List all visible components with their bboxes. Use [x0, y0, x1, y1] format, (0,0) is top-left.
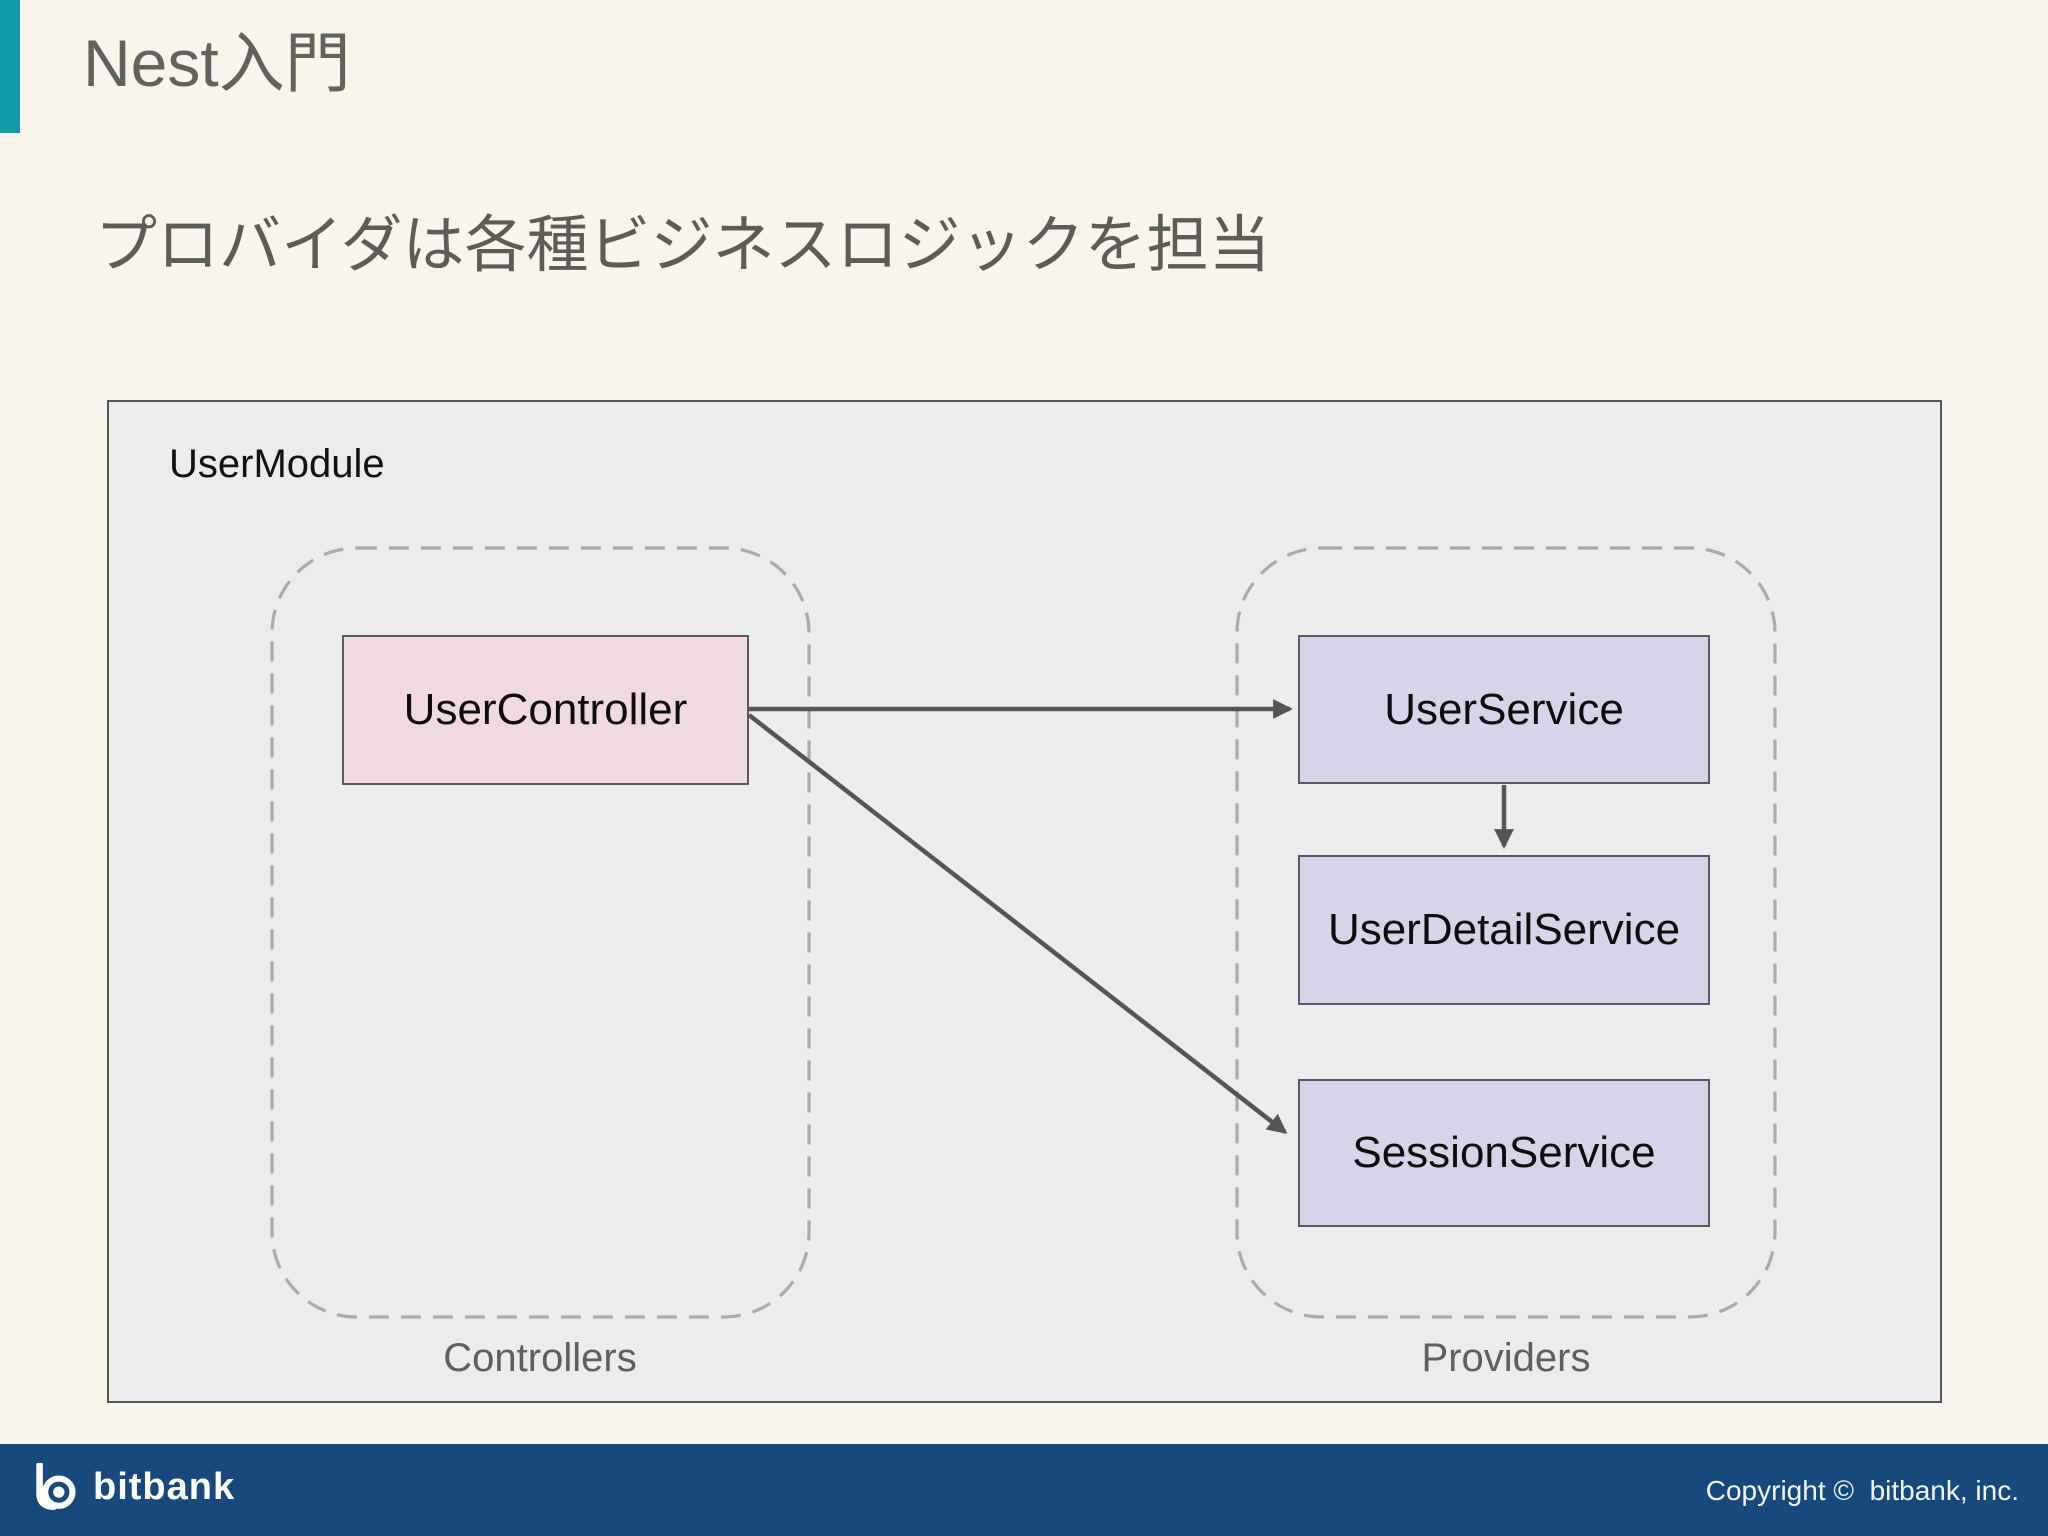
user-module-container: UserModule UserController UserService Us…: [107, 400, 1942, 1403]
diagram-edges: [270, 546, 1777, 1319]
bitbank-wordmark: bitbank: [93, 1466, 236, 1508]
page-title: Nest入門: [83, 26, 351, 100]
providers-group-label: Providers: [1421, 1336, 1591, 1380]
node-user-detail-service-label: UserDetailService: [1327, 905, 1681, 954]
node-session-service-label: SessionService: [1352, 1128, 1656, 1177]
controllers-group-border: [270, 546, 811, 1319]
node-session-service: SessionService: [1298, 1079, 1710, 1227]
node-user-controller-label: UserController: [403, 685, 688, 734]
module-title: UserModule: [169, 442, 385, 486]
node-user-controller: UserController: [342, 635, 749, 785]
node-user-service: UserService: [1298, 635, 1710, 784]
slide-subtitle: プロバイダは各種ビジネスロジックを担当: [95, 211, 1271, 280]
bitbank-logo-icon: [36, 1463, 76, 1510]
node-user-detail-service: UserDetailService: [1298, 855, 1710, 1005]
accent-bar: [0, 0, 20, 133]
copyright-text: Copyright © bitbank, inc.: [1705, 1475, 2019, 1506]
footer: bitbank Copyright © bitbank, inc.: [0, 1444, 2048, 1536]
node-user-service-label: UserService: [1384, 684, 1624, 734]
providers-group-border: [1235, 546, 1777, 1319]
controllers-group-label: Controllers: [443, 1336, 637, 1380]
edge-usercontroller-sessionservice: [747, 713, 1288, 1134]
